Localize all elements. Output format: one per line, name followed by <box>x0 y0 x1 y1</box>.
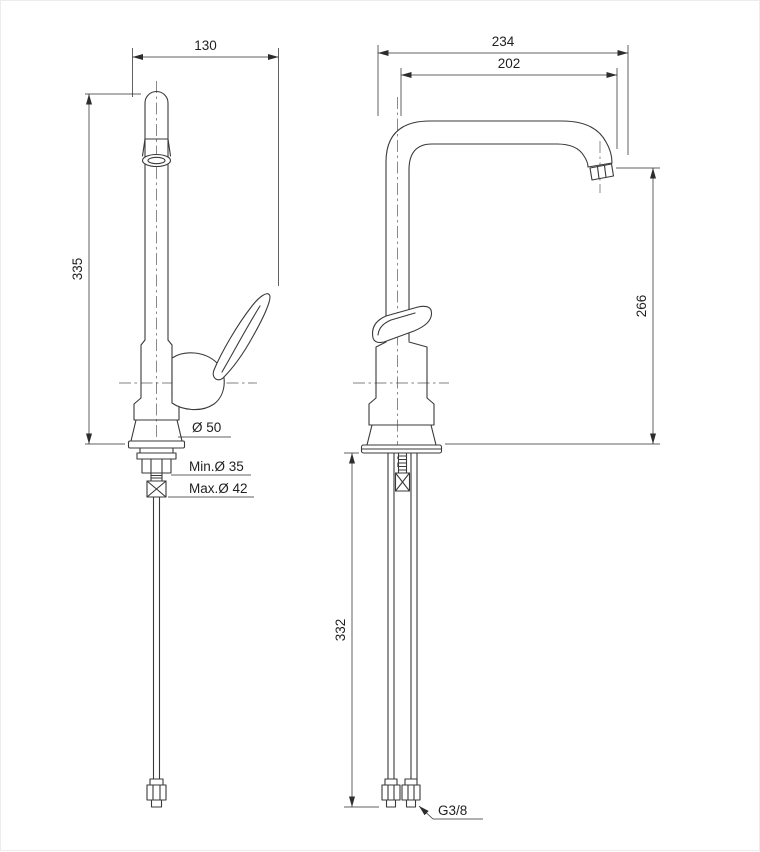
label-base-diameter: Ø 50 <box>178 420 231 438</box>
dim-front-width: 130 <box>132 38 279 286</box>
dim-side-spout-height: 266 <box>445 167 660 445</box>
dim-front-height-label: 335 <box>70 258 85 281</box>
dim-side-spout-height-label: 266 <box>634 295 649 318</box>
side-spout <box>385 120 615 342</box>
front-supply-hose <box>146 496 167 808</box>
dim-side-projection-spout: 202 <box>400 56 618 149</box>
side-supply-hoses <box>381 452 421 808</box>
side-mounting-stud <box>394 452 411 492</box>
max-hole-label: Max.Ø 42 <box>189 481 248 496</box>
front-view <box>127 91 271 808</box>
side-body <box>360 341 443 454</box>
dim-front-width-label: 130 <box>194 38 217 53</box>
dim-front-height: 335 <box>70 93 141 445</box>
front-handle-lever <box>171 293 271 411</box>
thread-label: G3/8 <box>438 803 467 818</box>
label-thread: G3/8 <box>418 803 483 820</box>
dim-side-projection-total: 234 <box>377 34 629 155</box>
dim-side-projection-total-label: 234 <box>492 34 515 49</box>
dim-side-projection-spout-label: 202 <box>498 56 521 71</box>
dim-side-hose-length: 332 <box>333 452 379 808</box>
label-max-hole: Max.Ø 42 <box>168 481 254 498</box>
dim-side-hose-length-label: 332 <box>333 619 348 642</box>
side-handle-lever <box>371 305 433 344</box>
label-min-hole: Min.Ø 35 <box>171 459 251 476</box>
front-spout <box>141 91 172 341</box>
base-diameter-label: Ø 50 <box>192 420 221 435</box>
side-view <box>360 120 615 808</box>
front-base-and-hardware <box>127 419 186 498</box>
min-hole-label: Min.Ø 35 <box>189 459 244 474</box>
